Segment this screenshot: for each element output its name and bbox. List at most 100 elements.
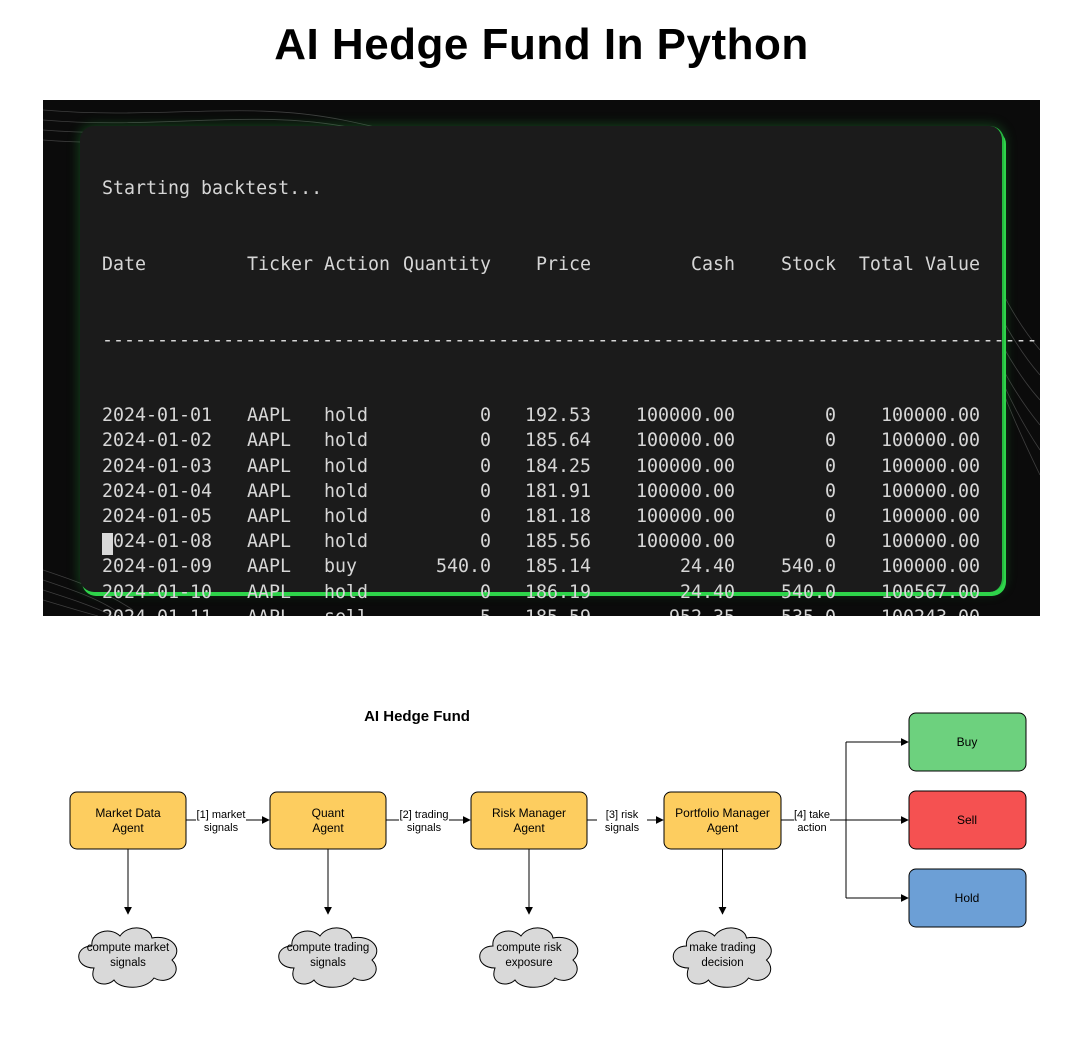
edge-label-bg [399, 807, 449, 835]
page-title: AI Hedge Fund In Python [274, 20, 809, 69]
edge-label-bg [794, 807, 830, 835]
cell-cash: 100000.00 [635, 531, 735, 553]
cell-action: hold [324, 455, 369, 477]
cell-stock: 0 [824, 430, 836, 452]
separator-line: ----------------------------------------… [102, 329, 1040, 351]
terminal-header-action: Action [324, 254, 391, 275]
cell-quantity: 0 [479, 505, 491, 527]
edge-label-line2: signals [407, 822, 442, 834]
action-label: Buy [957, 735, 978, 749]
cell-stock: 0 [824, 531, 836, 553]
cell-price: 185.59 [525, 605, 591, 616]
table-row: 2024-01-11AAPLsell5185.59952.35535.01002… [102, 605, 1002, 616]
cell-quantity: 0 [479, 405, 491, 427]
cell-total-value: 100000.00 [880, 556, 980, 578]
cell-total-value: 100000.00 [880, 430, 980, 452]
cell-date: 2024-01-09 [102, 556, 213, 578]
cloud-label-line2: decision [701, 957, 743, 969]
cell-quantity: 0 [479, 531, 491, 553]
hold-box [908, 868, 1027, 928]
cell-ticker: AAPL [247, 605, 291, 616]
cell-action: hold [324, 581, 369, 603]
cloud-compute-market-signals [78, 927, 178, 988]
cell-total-value: 100000.00 [880, 531, 980, 553]
cell-total-value: 100000.00 [880, 505, 980, 527]
edge-label-line2: signals [204, 822, 239, 834]
edge-label-bg [196, 807, 246, 835]
cell-total-value: 100567.00 [880, 581, 980, 603]
cell-date: 2024-01-03 [102, 455, 213, 477]
starting-line: Starting backtest... [102, 178, 323, 200]
cell-total-value: 100000.00 [880, 455, 980, 477]
cloud-label-line1: make trading [689, 942, 755, 954]
cell-date: 2024-01-04 [102, 480, 213, 502]
cell-stock: 0 [824, 480, 836, 502]
cell-quantity: 5 [480, 605, 491, 616]
edge-label-line1: [1] market [197, 809, 246, 821]
cell-date: 2024-01-08 [102, 531, 213, 553]
cell-quantity: 0 [479, 480, 491, 502]
action-label: Hold [955, 891, 980, 905]
cell-price: 185.14 [524, 556, 591, 578]
edge-label-line2: action [797, 822, 826, 834]
buy-box [908, 712, 1027, 772]
cell-ticker: AAPL [247, 455, 292, 477]
terminal-header-quantity: Quantity [402, 254, 491, 275]
terminal-header-total-value: Total Value [858, 254, 980, 275]
terminal-header-date: Date [102, 254, 147, 275]
cell-price: 192.53 [524, 405, 591, 427]
cell-action: hold [324, 480, 369, 502]
cell-total-value: 100243.00 [881, 605, 980, 616]
cell-stock: 0 [824, 405, 836, 427]
cell-ticker: AAPL [247, 581, 292, 603]
cell-stock: 540.0 [780, 581, 836, 603]
cell-date: 2024-01-10 [102, 581, 213, 603]
cell-cash: 952.35 [669, 605, 735, 616]
cloud-label-line1: compute risk [496, 942, 561, 954]
cell-ticker: AAPL [247, 480, 292, 502]
cell-quantity: 0 [479, 455, 491, 477]
cell-ticker: AAPL [247, 556, 292, 578]
agent-label-line1: Portfolio Manager [675, 806, 770, 820]
cell-date: 2024-01-11 [102, 605, 212, 616]
cell-action: buy [324, 556, 358, 578]
cloud-compute-risk-exposure [479, 927, 579, 988]
cell-quantity: 540.0 [435, 556, 491, 578]
cloud-label-line2: signals [310, 957, 346, 969]
cloud-label-line1: compute market [87, 942, 170, 954]
agent-label-line1: Risk Manager [492, 806, 566, 820]
cell-cash: 100000.00 [635, 430, 735, 452]
cell-date: 2024-01-02 [102, 430, 213, 452]
terminal-header-cash: Cash [690, 254, 735, 275]
cell-cash: 100000.00 [635, 505, 735, 527]
cell-price: 185.64 [524, 430, 591, 452]
cell-action: hold [324, 531, 369, 553]
cell-stock: 0 [824, 505, 836, 527]
cell-price: 185.56 [524, 531, 591, 553]
agent-label-line2: Agent [707, 821, 739, 835]
agent-label-line2: Agent [112, 821, 144, 835]
cloud-label-line2: exposure [505, 957, 552, 969]
terminal-cursor [102, 533, 113, 555]
cell-stock: 535.0 [781, 605, 836, 616]
edge-label-line2: signals [605, 822, 640, 834]
cell-quantity: 0 [479, 581, 491, 603]
edge-label-line1: [2] trading [400, 809, 449, 821]
diagram-title: AI Hedge Fund [364, 708, 470, 725]
cell-cash: 24.40 [679, 581, 735, 603]
cloud-label-line1: compute trading [287, 942, 369, 954]
sell-box [908, 790, 1027, 850]
action-label: Sell [957, 813, 977, 827]
cell-cash: 100000.00 [635, 455, 735, 477]
cell-cash: 100000.00 [635, 480, 735, 502]
